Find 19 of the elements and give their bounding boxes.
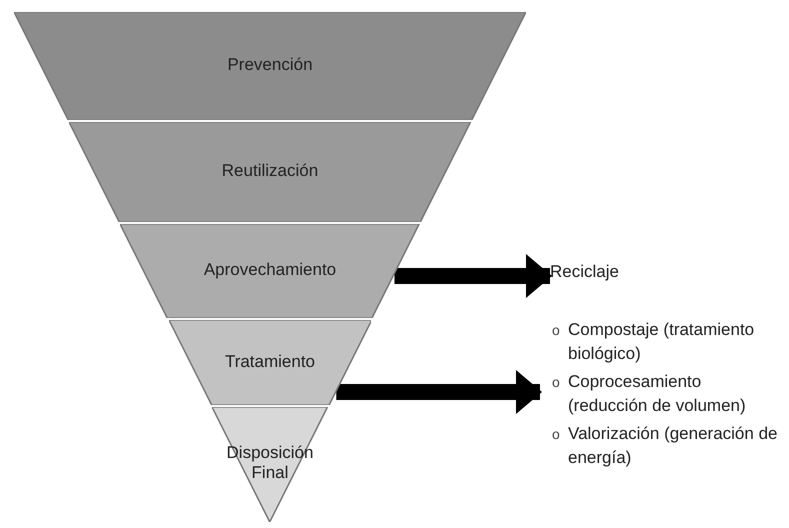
band-label: Tratamiento — [224, 352, 316, 370]
band-label: Disposición Final — [226, 443, 314, 483]
pyramid-band — [168, 320, 372, 405]
bullet-item: Valorización (generación de energía) — [568, 423, 778, 469]
band-label: Reutilización — [222, 161, 318, 180]
pyramid-band — [212, 407, 328, 522]
bullet-item: Compostaje (tratamiento biológico) — [568, 319, 756, 365]
pyramid-band — [120, 224, 420, 318]
pyramid-band — [69, 122, 471, 222]
heading-text: Reciclaje — [550, 262, 619, 282]
pyramid-band — [14, 12, 526, 120]
bullet-marker: o — [552, 426, 560, 442]
block-arrow — [394, 254, 552, 298]
band-label: Aprovechamiento — [204, 260, 336, 279]
bullet-item: Coprocesamiento (reducción de volumen) — [568, 371, 747, 417]
band-label: Prevención — [227, 55, 313, 74]
bullet-marker: o — [552, 322, 560, 338]
block-arrow — [336, 370, 542, 414]
bullet-marker: o — [552, 374, 560, 390]
